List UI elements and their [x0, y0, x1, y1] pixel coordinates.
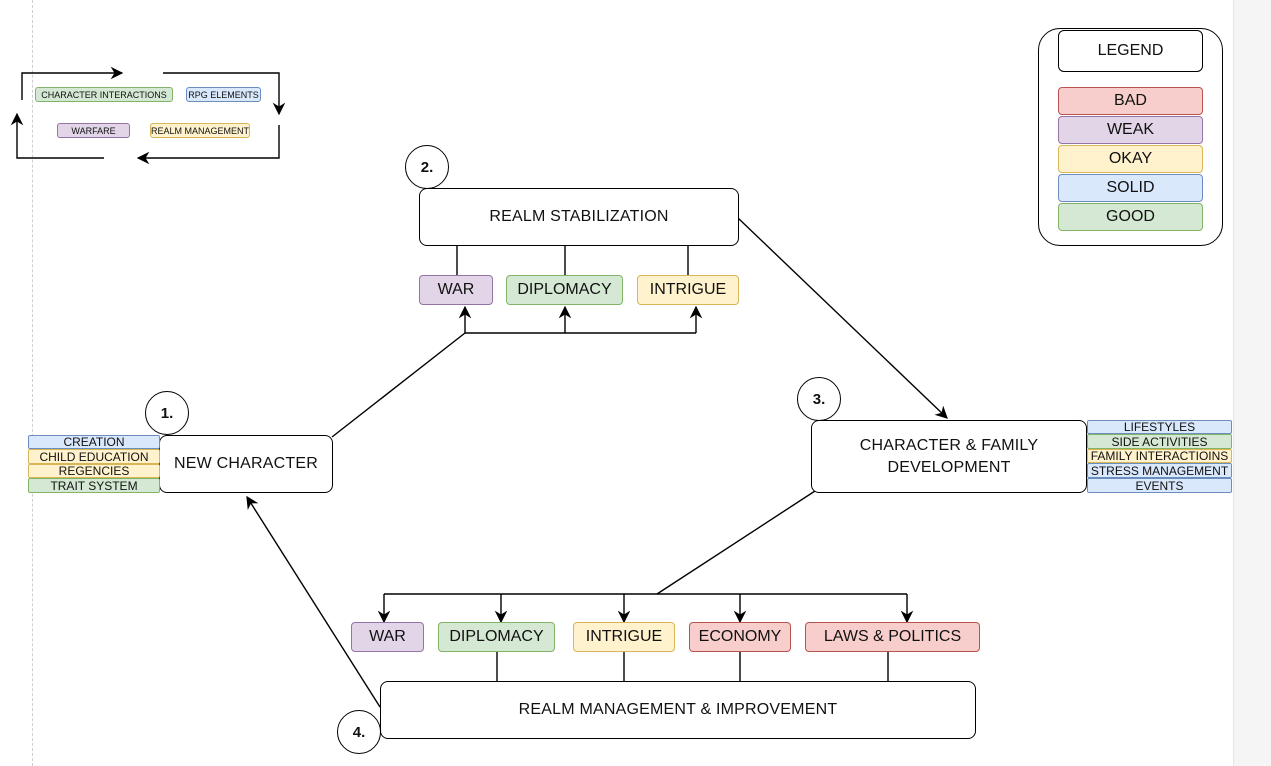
character-family-title-line1: CHARACTER & FAMILY [859, 436, 1039, 454]
step-number-4: 4. [337, 710, 381, 754]
link-management-to-new-character [246, 495, 381, 708]
feature-lifestyles: LIFESTYLES [1087, 420, 1232, 434]
link-new-character-to-stabilization [331, 332, 466, 438]
link-stabilization-to-character [737, 217, 948, 419]
legend-item-bad: BAD [1058, 87, 1203, 115]
mgmt-option-diplomacy[interactable]: DIPLOMACY [438, 622, 555, 652]
mgmt-option-economy[interactable]: ECONOMY [689, 622, 791, 652]
legend-item-solid: SOLID [1058, 174, 1203, 202]
feature-events: EVENTS [1087, 478, 1232, 493]
legend-item-okay: OKAY [1058, 145, 1203, 173]
mini-tag-warfare: WARFARE [57, 123, 130, 138]
feature-stress-management: STRESS MANAGEMENT [1087, 463, 1232, 478]
feature-side-activities: SIDE ACTIVITIES [1087, 434, 1232, 449]
stab-option-war[interactable]: WAR [419, 275, 493, 305]
mini-tag-realm-management: REALM MANAGEMENT [150, 123, 250, 138]
character-family-title-line2: DEVELOPMENT [887, 458, 1011, 476]
realm-management-node[interactable]: REALM MANAGEMENT & IMPROVEMENT [380, 681, 976, 739]
step-number-2: 2. [405, 145, 449, 189]
feature-family-interactions: FAMILY INTERACTIOINS [1087, 449, 1232, 463]
mini-tag-character-interactions: CHARACTER INTERACTIONS [35, 87, 173, 102]
step-number-1: 1. [145, 391, 189, 435]
mgmt-option-war[interactable]: WAR [351, 622, 424, 652]
canvas-guide-line [32, 0, 33, 766]
feature-regencies: REGENCIES [28, 464, 160, 478]
stab-option-intrigue[interactable]: INTRIGUE [637, 275, 739, 305]
step-number-3: 3. [797, 377, 841, 421]
canvas-right-edge [1233, 0, 1271, 766]
new-character-node[interactable]: NEW CHARACTER [159, 435, 333, 493]
feature-trait-system: TRAIT SYSTEM [28, 478, 160, 493]
mgmt-option-laws-politics[interactable]: LAWS & POLITICS [805, 622, 980, 652]
legend-title: LEGEND [1058, 30, 1203, 72]
feature-creation: CREATION [28, 435, 160, 449]
feature-child-education: CHILD EDUCATION [28, 449, 160, 464]
mgmt-option-intrigue[interactable]: INTRIGUE [573, 622, 675, 652]
realm-stabilization-node[interactable]: REALM STABILIZATION [419, 188, 739, 246]
legend-item-good: GOOD [1058, 203, 1203, 231]
character-family-node[interactable]: CHARACTER & FAMILY DEVELOPMENT [811, 420, 1087, 493]
stab-option-diplomacy[interactable]: DIPLOMACY [506, 275, 623, 305]
link-character-to-management [656, 490, 816, 595]
legend-item-weak: WEAK [1058, 116, 1203, 144]
mini-tag-rpg-elements: RPG ELEMENTS [186, 87, 261, 102]
